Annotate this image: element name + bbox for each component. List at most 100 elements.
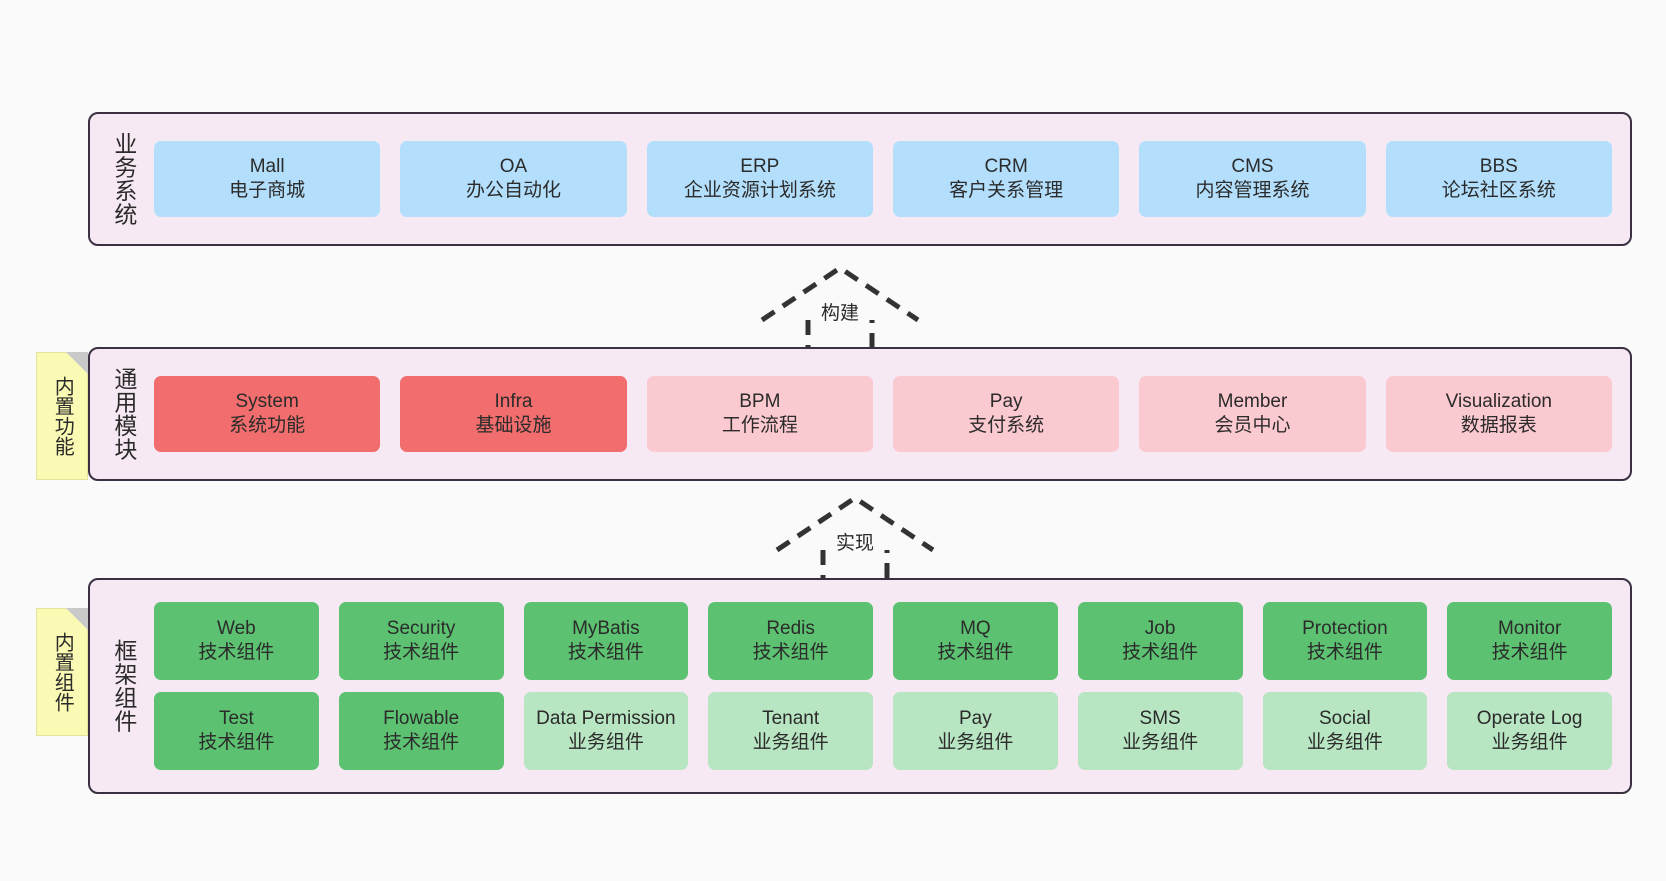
node-tenant[interactable]: Tenant 业务组件 [708, 692, 873, 770]
node-title: System [235, 391, 299, 413]
node-subtitle: 业务组件 [1306, 732, 1383, 753]
layer-row: Test 技术组件 Flowable 技术组件 Data Permission … [154, 692, 1612, 770]
node-cms[interactable]: CMS 内容管理系统 [1139, 141, 1366, 217]
layer-title-framework: 框架组件 [110, 639, 137, 733]
node-subtitle: 论坛社区系统 [1441, 180, 1556, 201]
node-data-permission[interactable]: Data Permission 业务组件 [523, 692, 689, 770]
node-subtitle: 会员中心 [1214, 415, 1291, 436]
node-pay-component[interactable]: Pay 业务组件 [893, 692, 1058, 770]
node-web[interactable]: Web 技术组件 [154, 602, 319, 680]
node-test[interactable]: Test 技术组件 [154, 692, 319, 770]
node-erp[interactable]: ERP 企业资源计划系统 [646, 141, 873, 217]
node-subtitle: 业务组件 [567, 732, 644, 753]
node-title: Member [1217, 391, 1288, 413]
sticky-note-label: 内置功能 [51, 376, 74, 456]
node-subtitle: 办公自动化 [465, 180, 561, 201]
layer-body-framework: Web 技术组件 Security 技术组件 MyBatis 技术组件 Redi… [146, 580, 1630, 792]
layer-row: System 系统功能 Infra 基础设施 BPM 工作流程 Pay 支付系统… [154, 376, 1612, 452]
node-title: CRM [984, 156, 1028, 178]
node-title: MyBatis [572, 618, 640, 640]
node-bpm[interactable]: BPM 工作流程 [646, 376, 873, 452]
node-subtitle: 技术组件 [198, 642, 275, 663]
node-bbs[interactable]: BBS 论坛社区系统 [1385, 141, 1612, 217]
layer-body-common: System 系统功能 Infra 基础设施 BPM 工作流程 Pay 支付系统… [146, 349, 1630, 479]
node-infra[interactable]: Infra 基础设施 [400, 376, 627, 452]
node-subtitle: 技术组件 [1306, 642, 1383, 663]
node-mall[interactable]: Mall 电子商城 [154, 141, 381, 217]
node-subtitle: 技术组件 [1122, 642, 1199, 663]
layer-title-common: 通用模块 [110, 367, 137, 461]
node-title: Social [1319, 708, 1371, 730]
node-title: Web [217, 618, 256, 640]
layer-row: Mall 电子商城 OA 办公自动化 ERP 企业资源计划系统 CRM 客户关系… [154, 141, 1612, 217]
node-subtitle: 技术组件 [937, 642, 1014, 663]
node-subtitle: 内容管理系统 [1195, 180, 1310, 201]
node-subtitle: 企业资源计划系统 [683, 180, 836, 201]
node-title: Flowable [383, 708, 460, 730]
node-title: Monitor [1497, 618, 1562, 640]
connector-label-build: 构建 [820, 303, 859, 324]
node-subtitle: 业务组件 [1122, 732, 1199, 753]
node-title: CMS [1231, 156, 1274, 178]
node-system[interactable]: System 系统功能 [154, 376, 381, 452]
node-title: Test [218, 708, 254, 730]
node-monitor[interactable]: Monitor 技术组件 [1447, 602, 1612, 680]
node-title: Mall [249, 156, 285, 178]
node-protection[interactable]: Protection 技术组件 [1262, 602, 1428, 680]
node-mybatis[interactable]: MyBatis 技术组件 [523, 602, 689, 680]
node-title: Redis [766, 618, 815, 640]
connector-implement: 实现 [775, 492, 935, 584]
node-crm[interactable]: CRM 客户关系管理 [892, 141, 1120, 217]
node-title: Protection [1302, 618, 1388, 640]
node-visualization[interactable]: Visualization 数据报表 [1385, 376, 1612, 452]
connector-label-implement: 实现 [835, 533, 874, 554]
node-title: Pay [959, 708, 992, 730]
node-subtitle: 业务组件 [752, 732, 829, 753]
sticky-note-builtin-functions: 内置功能 [36, 352, 88, 480]
layer-title-business: 业务系统 [110, 132, 137, 226]
layer-row: Web 技术组件 Security 技术组件 MyBatis 技术组件 Redi… [154, 602, 1612, 680]
node-subtitle: 技术组件 [198, 732, 275, 753]
layer-common-modules: 通用模块 System 系统功能 Infra 基础设施 BPM 工作流程 Pay… [88, 347, 1632, 481]
sticky-note-builtin-components: 内置组件 [36, 608, 88, 736]
node-title: MQ [960, 618, 991, 640]
node-title: Tenant [762, 708, 820, 730]
node-title: BPM [739, 391, 781, 413]
node-job[interactable]: Job 技术组件 [1077, 602, 1243, 680]
node-member[interactable]: Member 会员中心 [1139, 376, 1366, 452]
node-subtitle: 业务组件 [1491, 732, 1568, 753]
node-security[interactable]: Security 技术组件 [338, 602, 504, 680]
node-title: OA [499, 156, 528, 178]
node-operate-log[interactable]: Operate Log 业务组件 [1447, 692, 1612, 770]
node-subtitle: 业务组件 [937, 732, 1014, 753]
node-flowable[interactable]: Flowable 技术组件 [338, 692, 504, 770]
layer-business-systems: 业务系统 Mall 电子商城 OA 办公自动化 ERP 企业资源计划系统 CRM… [88, 112, 1632, 246]
node-mq[interactable]: MQ 技术组件 [893, 602, 1058, 680]
node-title: Infra [494, 391, 533, 413]
node-subtitle: 支付系统 [968, 415, 1045, 436]
node-subtitle: 客户关系管理 [949, 180, 1064, 201]
node-oa[interactable]: OA 办公自动化 [400, 141, 627, 217]
node-redis[interactable]: Redis 技术组件 [708, 602, 873, 680]
node-title: ERP [740, 156, 780, 178]
node-title: Data Permission [536, 708, 676, 730]
node-pay-module[interactable]: Pay 支付系统 [892, 376, 1120, 452]
layer-framework-components: 框架组件 Web 技术组件 Security 技术组件 MyBatis 技术组件… [88, 578, 1632, 794]
node-title: Job [1144, 618, 1176, 640]
node-title: SMS [1139, 708, 1181, 730]
node-subtitle: 技术组件 [567, 642, 644, 663]
node-subtitle: 技术组件 [383, 732, 460, 753]
node-subtitle: 技术组件 [752, 642, 829, 663]
node-subtitle: 电子商城 [229, 180, 306, 201]
layer-body-business: Mall 电子商城 OA 办公自动化 ERP 企业资源计划系统 CRM 客户关系… [146, 114, 1630, 244]
node-title: Operate Log [1476, 708, 1583, 730]
node-title: Pay [989, 391, 1023, 413]
node-sms[interactable]: SMS 业务组件 [1077, 692, 1243, 770]
node-subtitle: 基础设施 [475, 415, 552, 436]
node-subtitle: 工作流程 [721, 415, 798, 436]
node-social[interactable]: Social 业务组件 [1262, 692, 1428, 770]
node-title: BBS [1479, 156, 1518, 178]
node-title: Security [386, 618, 456, 640]
sticky-note-label: 内置组件 [51, 632, 74, 712]
